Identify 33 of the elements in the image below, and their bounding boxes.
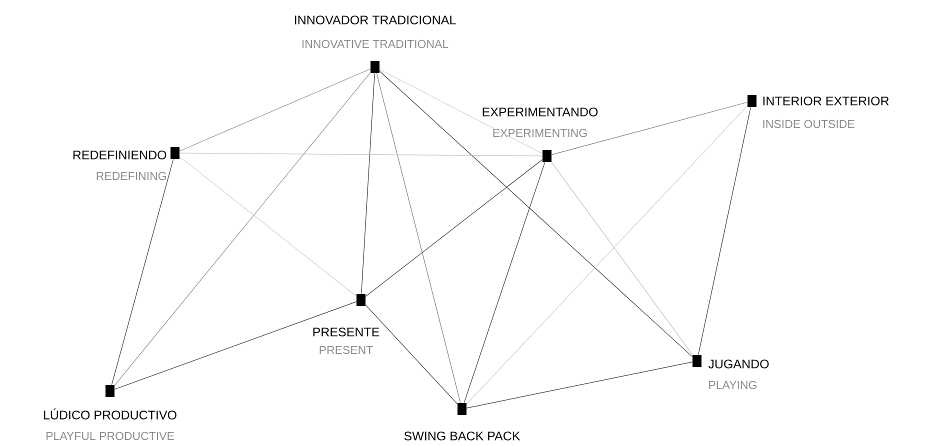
connector-line (114, 301, 357, 390)
node-label: INNOVADOR TRADICIONAL (292, 14, 458, 26)
connector-line (466, 362, 693, 408)
node-label: EXPERIMENTANDO (480, 106, 600, 118)
connector-line (179, 152, 543, 156)
translation-label: INNOVATIVE TRADITIONAL (300, 38, 450, 50)
translation-label: REDEFINING (94, 170, 168, 182)
translation-label: PLAYFUL PRODUCTIVE (44, 430, 176, 442)
connector-line (179, 68, 371, 152)
node-label: LÚDICO PRODUCTIVO (42, 408, 178, 420)
translation-label: INSIDE OUTSIDE (761, 118, 856, 130)
translation-label: PRESENT (318, 344, 374, 356)
connector-line (379, 69, 543, 154)
node-label: JUGANDO (707, 358, 770, 370)
translation-label: PLAYING (707, 380, 758, 390)
connector-line (551, 162, 693, 356)
connector-line (365, 159, 543, 297)
node-label: PRESENTE (311, 326, 381, 338)
node-label: SWING BACK PACK (402, 430, 522, 442)
connector-line (111, 158, 174, 386)
node-label: REDEFINIENDO (71, 150, 168, 160)
connector-line (361, 72, 375, 294)
connector-line (551, 102, 748, 156)
connector-line (379, 70, 693, 357)
node-label: INTERIOR EXTERIOR (761, 96, 890, 106)
connector-line (114, 72, 371, 386)
connector-line (365, 304, 458, 404)
connector-line (466, 106, 748, 404)
connector-line (698, 106, 751, 356)
connector-line (464, 162, 546, 404)
connector-line (179, 156, 357, 297)
translation-label: EXPERIMENTING (491, 128, 589, 138)
connector-line (376, 72, 461, 404)
